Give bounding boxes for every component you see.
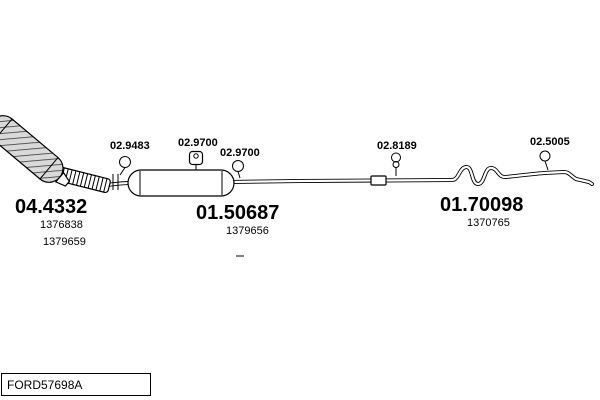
fastener-code-label: 02.5005 xyxy=(530,136,570,148)
fastener-code-label: 02.8189 xyxy=(377,140,417,152)
oe-ref-label: 1379656 xyxy=(226,225,269,237)
leader-line xyxy=(237,171,241,179)
leader-line xyxy=(544,160,549,171)
part-number-label: 04.4332 xyxy=(15,196,87,218)
fastener-code-label: 02.9700 xyxy=(220,147,260,159)
part-number-label: 01.70098 xyxy=(440,194,523,216)
diagram-code-box: FORD57698A xyxy=(1,373,151,396)
flange-joint xyxy=(112,174,119,190)
part-number-label: 01.50687 xyxy=(196,202,279,224)
coupling-sleeve xyxy=(370,175,387,186)
catalytic-converter xyxy=(0,115,71,187)
rubber-hanger-icon xyxy=(391,152,401,176)
leader-line xyxy=(119,167,126,176)
oe-ref-label: 1379659 xyxy=(43,236,86,248)
fastener-code-label: 02.9700 xyxy=(178,137,218,149)
diagram-code: FORD57698A xyxy=(7,377,83,392)
clamp-ring-icon xyxy=(232,160,244,179)
rear-pipe xyxy=(228,165,594,186)
fastener-code-label: 02.9483 xyxy=(110,140,150,152)
muffler xyxy=(127,169,235,197)
oe-ref-label: 1370765 xyxy=(467,217,510,229)
clamp-ring-icon xyxy=(119,156,131,176)
oe-ref-label: 1376838 xyxy=(40,219,83,231)
rubber-hanger-icon xyxy=(188,150,204,170)
clamp-ring-icon xyxy=(539,150,551,171)
